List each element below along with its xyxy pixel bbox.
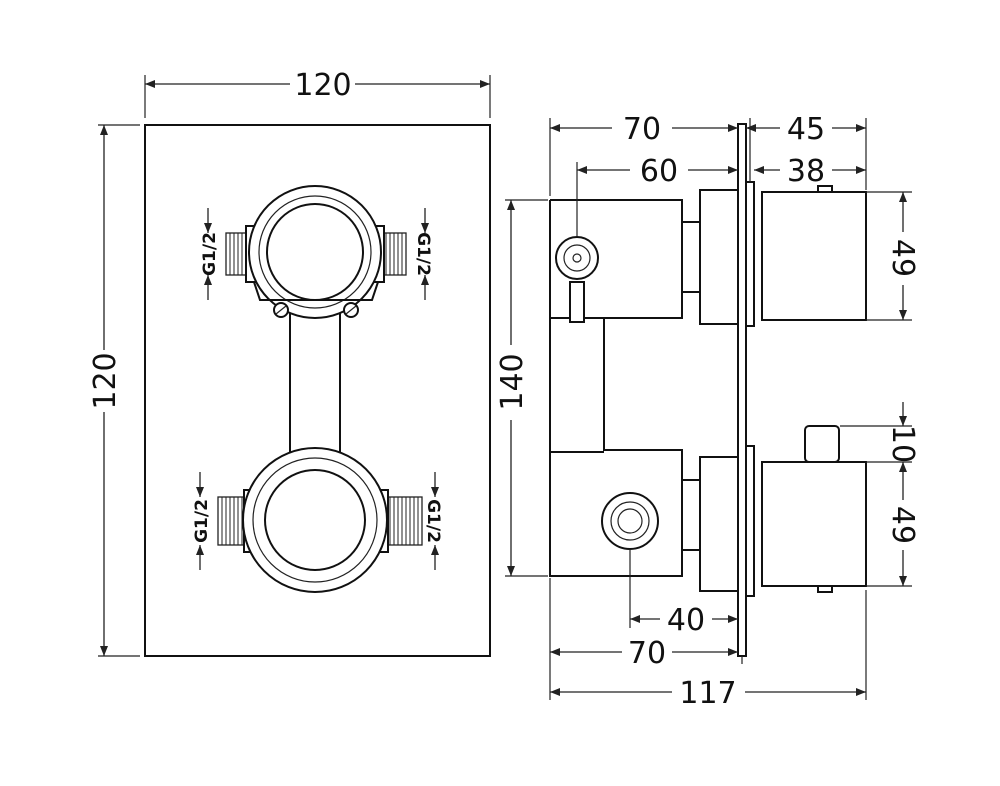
upper-port-icon — [555, 236, 599, 280]
lower-handle-button — [817, 585, 833, 593]
front-height-label: 120 — [88, 352, 123, 409]
lever-knob — [804, 425, 840, 463]
side-bottom-dimensions — [549, 549, 867, 700]
upper-handle-button — [817, 185, 833, 193]
side-dim-45: 45 — [787, 112, 825, 147]
front-view: G1/2 G1/2 G1/2 G1/2 120 120 — [88, 68, 491, 657]
side-height-dimension — [505, 199, 548, 577]
upper-valve-body — [225, 185, 407, 319]
side-dim-38: 38 — [787, 154, 825, 189]
thread-dimension-marks — [196, 208, 439, 570]
front-height-dimension — [98, 124, 140, 657]
thread-label-upper-left: G1/2 — [200, 232, 220, 276]
thread-label-upper-right: G1/2 — [413, 232, 433, 276]
side-dim-40: 40 — [667, 603, 705, 638]
thread-label-lower-right: G1/2 — [423, 499, 443, 543]
side-dim-117: 117 — [679, 676, 736, 711]
upper-hex-nut — [699, 189, 739, 325]
side-view: 70 45 60 38 140 49 10 49 — [495, 112, 920, 711]
side-dim-70-bottom: 70 — [628, 636, 666, 671]
lower-valve-body — [217, 447, 423, 593]
lower-handle — [761, 461, 867, 587]
side-dim-10: 10 — [885, 425, 920, 463]
side-dim-60: 60 — [640, 154, 678, 189]
side-dim-70-top: 70 — [623, 112, 661, 147]
side-right-dimensions — [840, 191, 912, 587]
front-width-label: 120 — [294, 68, 351, 103]
side-dim-49-upper: 49 — [885, 239, 920, 277]
side-dim-49-lower: 49 — [885, 506, 920, 544]
lower-hex-nut — [699, 456, 739, 592]
upper-handle — [761, 191, 867, 321]
side-dim-140: 140 — [495, 353, 530, 410]
cover-plate — [144, 124, 491, 657]
thread-label-lower-left: G1/2 — [192, 499, 212, 543]
side-cover-plate — [737, 123, 747, 657]
side-top-dimensions — [549, 118, 867, 236]
front-width-dimension — [144, 75, 491, 118]
connecting-pipe — [289, 299, 341, 461]
